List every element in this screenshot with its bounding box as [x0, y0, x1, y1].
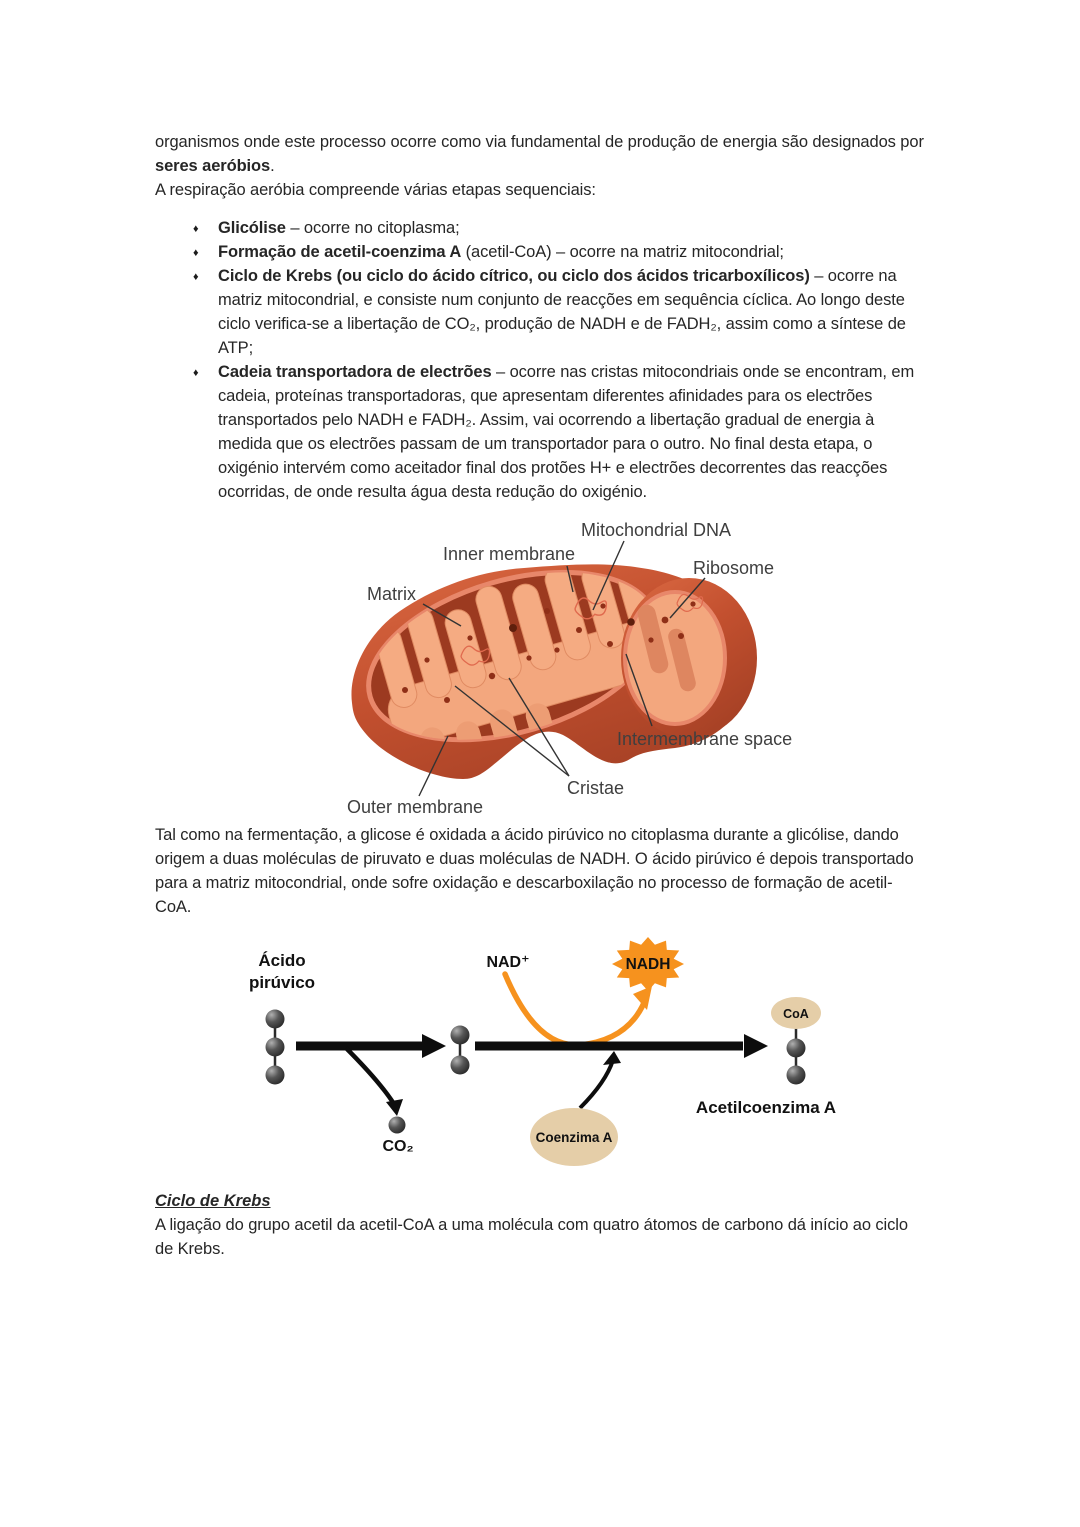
ribosome-pointer-line: [669, 577, 706, 619]
pyruvate-molecule: [265, 1009, 285, 1085]
stage-rest: – ocorre nas cristas mitocondriais onde …: [218, 363, 915, 501]
intro-text-post: .: [270, 157, 275, 175]
nadh-arc-arrowhead: [633, 986, 652, 1010]
pyruvate-paragraph: Tal como na fermentação, a glicose é oxi…: [155, 826, 914, 916]
carbon-atom: [265, 1065, 285, 1085]
label-nadh: NADH: [626, 956, 671, 973]
mitochondrion-illustration: Matrix Inner membrane Mitochondrial DNA …: [347, 520, 792, 817]
coenzyme-arrowhead: [603, 1051, 621, 1065]
stages-list: ♦ Glicólise – ocorre no citoplasma; ♦ Form…: [155, 216, 927, 504]
diamond-bullet-icon: ♦: [193, 223, 199, 235]
label-co2: CO₂: [382, 1138, 413, 1155]
stage-item-acetil-coa: ♦ Formação de acetil-coenzima A (acetil-C…: [155, 240, 927, 264]
stage-rest: (acetil-CoA) – ocorre na matriz mitocond…: [461, 243, 784, 261]
coa-oval: [771, 997, 821, 1029]
carbon-atom: [450, 1025, 470, 1045]
stage-lead: Formação de acetil-coenzima A: [218, 243, 462, 261]
krebs-paragraph: A ligação do grupo acetil da acetil-CoA …: [155, 1216, 908, 1258]
acetyl-intermediate-molecule: [450, 1025, 470, 1075]
label-matrix: Matrix: [367, 584, 416, 604]
label-ribosome: Ribosome: [693, 558, 774, 578]
mitochondrion-figure: Matrix Inner membrane Mitochondrial DNA …: [343, 508, 815, 823]
pointer-lines: [418, 540, 706, 797]
label-coa: CoA: [783, 1007, 809, 1021]
seres-aerobios-bold: seres aeróbios: [155, 157, 271, 175]
co2-release-arrow: [344, 1046, 396, 1106]
carbon-atom: [265, 1037, 285, 1057]
label-acetilcoenzima: Acetilcoenzima A: [696, 1098, 836, 1117]
outer-membrane-pointer-line: [418, 735, 449, 797]
label-intermembrane-space: Intermembrane space: [617, 729, 792, 749]
matrix-granules: [402, 601, 696, 703]
coenzyme-entry-arrow: [578, 1059, 615, 1110]
carbon-atom: [450, 1055, 470, 1075]
stage-lead: Ciclo de Krebs (ou ciclo do ácido cítric…: [218, 267, 810, 285]
label-mitochondrial-dna: Mitochondrial DNA: [581, 520, 731, 540]
acetyl-coa-reaction-diagram: Ácido pirúvico CO₂: [249, 937, 836, 1166]
reaction-arrow-1: [296, 1034, 446, 1058]
reaction-arrow-2: [475, 1034, 768, 1058]
label-outer-membrane: Outer membrane: [347, 797, 483, 817]
acetyl-coa-reaction-figure: Ácido pirúvico CO₂: [228, 936, 888, 1171]
label-piruvico: pirúvico: [249, 973, 315, 992]
carbon-atom-co2: [388, 1116, 406, 1134]
stage-rest: – ocorre na matriz mitocondrial, e consi…: [218, 267, 906, 357]
label-inner-membrane: Inner membrane: [443, 544, 575, 564]
stage-rest: – ocorre no citoplasma;: [285, 219, 460, 237]
cap-crista-groove: [668, 628, 696, 692]
carbon-atom: [265, 1009, 285, 1029]
label-cristae: Cristae: [567, 778, 624, 798]
matrix-pointer-line: [422, 603, 462, 627]
diamond-bullet-icon: ♦: [193, 247, 199, 259]
stage-item-ciclo-krebs: ♦ Ciclo de Krebs (ou ciclo do ácido cítri…: [155, 264, 927, 360]
stages-intro-paragraph: A respiração aeróbia compreende várias e…: [155, 181, 596, 199]
mitochondrial-dna-pointer-line: [592, 540, 625, 611]
label-coenzima-a: Coenzima A: [536, 1130, 613, 1145]
diamond-bullet-icon: ♦: [193, 271, 199, 283]
crista-fold: [512, 583, 557, 671]
cristae-pointer-line: [508, 677, 570, 777]
stage-lead: Glicólise: [218, 219, 286, 237]
cristae-pointer-line: [454, 685, 570, 777]
coenzima-a-oval: [530, 1108, 618, 1166]
stage-item-cadeia-electroes: ♦ Cadeia transportadora de electrões – oc…: [155, 360, 927, 504]
page-content: organismos onde este processo ocorre com…: [155, 130, 927, 1261]
carbon-atom: [786, 1038, 806, 1058]
stage-item-glicolise: ♦ Glicólise – ocorre no citoplasma;: [155, 216, 927, 240]
intermembrane-pointer-line: [625, 653, 653, 727]
intro-paragraph: organismos onde este processo ocorre com…: [155, 130, 927, 178]
nadh-arc: [502, 971, 649, 1048]
label-acido: Ácido: [258, 951, 305, 970]
nadh-starburst: [612, 937, 684, 991]
crista-fold: [444, 609, 487, 689]
acetyl-coa-molecule: [771, 997, 821, 1085]
diamond-bullet-icon: ♦: [193, 367, 199, 379]
stage-lead: Cadeia transportadora de electrões: [218, 363, 492, 381]
label-nad-plus: NAD⁺: [486, 954, 529, 971]
co2-arrowhead: [386, 1099, 403, 1116]
carbon-atom: [786, 1065, 806, 1085]
inner-membrane-pointer-line: [566, 565, 574, 593]
krebs-heading: Ciclo de Krebs: [155, 1192, 271, 1210]
mtdna-squiggles: [460, 593, 704, 666]
intro-text-pre: organismos onde este processo ocorre com…: [155, 133, 924, 151]
ribosome-dot: [661, 616, 669, 624]
